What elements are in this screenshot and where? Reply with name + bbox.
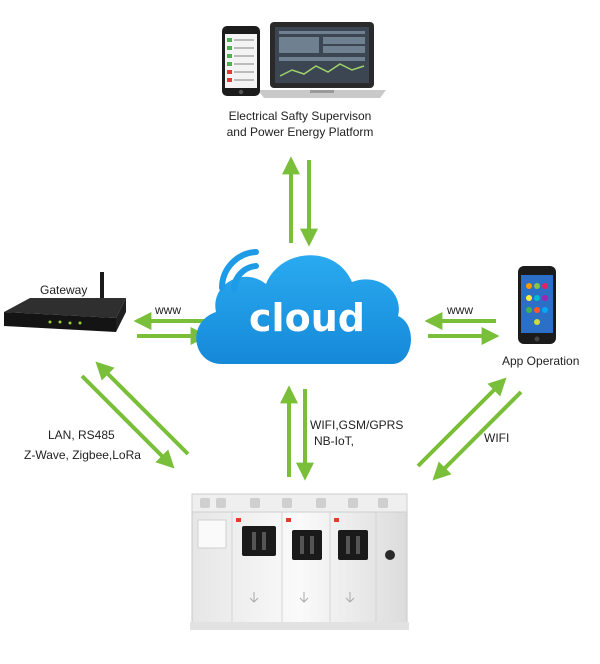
- app-label: App Operation: [502, 354, 580, 368]
- wifi-wave-outer: [218, 249, 259, 291]
- platform-title-line2: and Power Energy Platform: [226, 125, 374, 139]
- gateway-device-link-line1: LAN, RS485: [48, 428, 115, 442]
- app-cloud-link-label: www: [447, 303, 473, 317]
- laptop-icon: [258, 22, 386, 98]
- smart-breaker-device: [190, 493, 409, 630]
- arrow-app-cloud: [424, 312, 500, 345]
- smartphone-icon: [518, 266, 556, 344]
- cloud-device-link-line2: NB-IoT,: [314, 434, 355, 448]
- router-icon: [4, 272, 126, 332]
- wifi-wave-inner: [230, 263, 259, 293]
- arrow-gateway-cloud: [133, 312, 209, 345]
- cloud-label: cloud: [249, 296, 365, 340]
- arrow-app-device: [416, 377, 523, 481]
- platform-title-line1: Electrical Safty Supervison: [228, 109, 372, 123]
- app-device-link-label: WIFI: [484, 431, 510, 445]
- platform-devices-icon: [222, 22, 386, 98]
- arrow-platform-cloud: [282, 156, 318, 247]
- gateway-device-link-line2: Z-Wave, Zigbee,LoRa: [24, 448, 141, 462]
- breaker-switches: [242, 526, 368, 560]
- cloud-device-link-line1: WIFI,GSM/GPRS: [310, 418, 404, 432]
- phone-icon: [222, 26, 260, 96]
- arrow-gateway-device: [80, 361, 190, 469]
- gateway-label: Gateway: [40, 283, 88, 297]
- cloud-icon: cloud: [196, 249, 411, 364]
- arrow-cloud-device: [280, 385, 314, 481]
- platform-title: Electrical Safty Supervison and Power En…: [200, 108, 400, 140]
- gateway-cloud-link-label: www: [155, 303, 181, 317]
